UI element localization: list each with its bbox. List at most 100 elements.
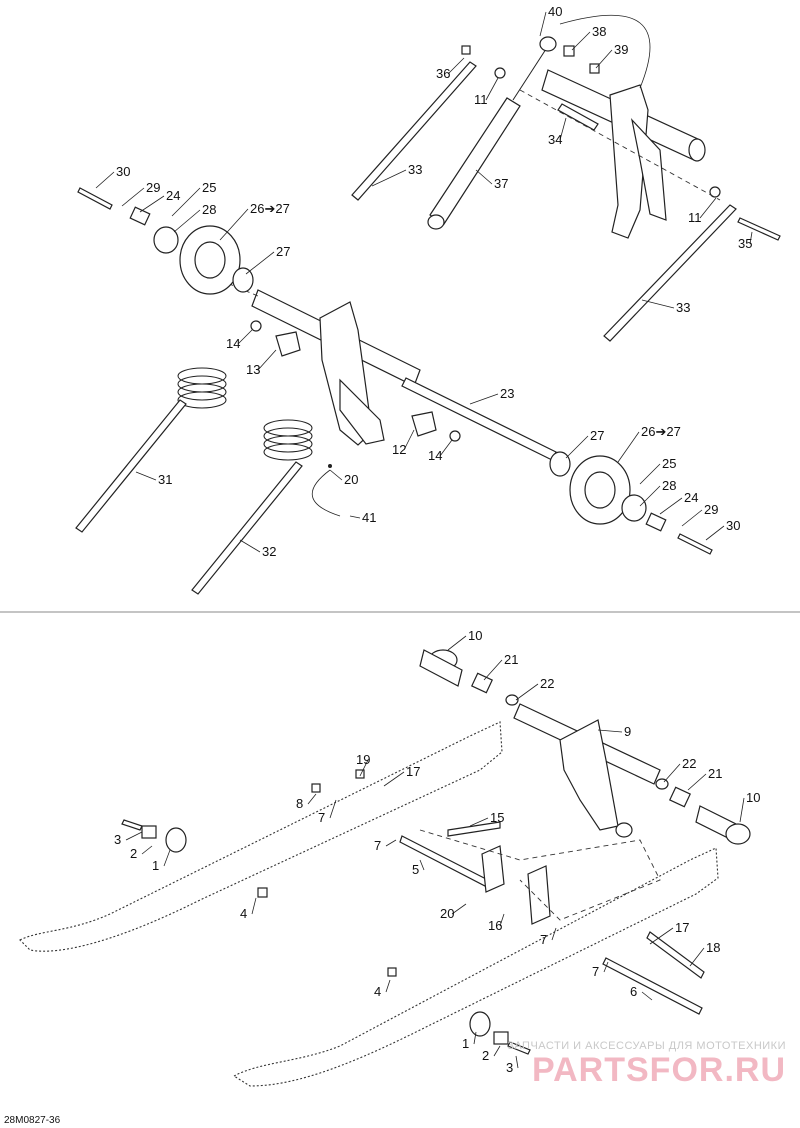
- leader-line: [597, 729, 623, 733]
- leader-line: [125, 831, 143, 841]
- leader-line: [469, 817, 489, 827]
- leader-line: [551, 927, 557, 941]
- callout-label: 24: [166, 188, 180, 203]
- leader-line: [571, 31, 591, 51]
- leader-line: [749, 231, 753, 245]
- leader-line: [121, 187, 145, 207]
- callout-label: 3: [114, 832, 121, 847]
- leader-line: [473, 1031, 477, 1045]
- leader-line: [689, 947, 705, 967]
- watermark-subtitle: ЗАПЧАСТИ И АКСЕССУАРЫ ДЛЯ МОТОТЕХНИКИ: [507, 1040, 786, 1052]
- leader-line: [483, 659, 503, 681]
- leader-line: [385, 839, 397, 847]
- callout-label: 27: [590, 428, 604, 443]
- callout-label: 30: [726, 518, 740, 533]
- callout-label: 3: [506, 1060, 513, 1075]
- callout-label: 35: [738, 236, 752, 251]
- callout-label: 25: [202, 180, 216, 195]
- leader-line: [359, 759, 369, 777]
- callout-label: 20: [344, 472, 358, 487]
- callout-label: 11: [688, 210, 702, 225]
- leader-line: [329, 799, 337, 819]
- leader-line: [95, 171, 115, 189]
- callout-label: 16: [488, 918, 502, 933]
- callout-label: 4: [374, 984, 381, 999]
- drawing-code: 28M0827-36: [4, 1115, 61, 1126]
- callout-label: 28: [202, 202, 216, 217]
- leader-line: [447, 57, 465, 75]
- callout-label: 13: [246, 362, 260, 377]
- leader-line: [171, 187, 201, 217]
- leader-line: [141, 845, 153, 855]
- leader-line: [469, 393, 499, 405]
- leader-line: [649, 927, 674, 945]
- leader-line: [617, 431, 640, 463]
- leader-line: [447, 635, 467, 651]
- leader-line: [307, 793, 317, 805]
- callout-label: 7: [592, 964, 599, 979]
- callout-label: 27: [276, 244, 290, 259]
- leader-line: [699, 197, 717, 219]
- leader-line: [595, 49, 613, 69]
- callout-label: 21: [708, 766, 722, 781]
- leader-line: [641, 299, 675, 309]
- callout-label: 22: [540, 676, 554, 691]
- callout-label: 23: [500, 386, 514, 401]
- callout-label: 7: [540, 932, 547, 947]
- callout-label: 39: [614, 42, 628, 57]
- watermark-logo: PARTSFOR.RU: [531, 1051, 786, 1089]
- callout-label: 8: [296, 796, 303, 811]
- leader-line: [451, 903, 467, 915]
- leader-line: [639, 485, 661, 507]
- leader-line: [237, 329, 253, 345]
- leader-line: [539, 11, 547, 37]
- front-arm-assembly: [351, 14, 781, 342]
- leader-line: [173, 209, 201, 233]
- callout-label: 22: [682, 756, 696, 771]
- slide-rail-assembly: [19, 649, 751, 1087]
- callout-label: 34: [548, 132, 562, 147]
- callout-label: 38: [592, 24, 606, 39]
- callout-label: 31: [158, 472, 172, 487]
- leader-line: [559, 117, 567, 141]
- leader-line: [565, 435, 589, 459]
- leader-line: [659, 497, 683, 515]
- leader-line: [383, 771, 405, 787]
- callout-label: 20: [440, 906, 454, 921]
- leader-line: [493, 1045, 501, 1057]
- leader-line: [687, 773, 707, 791]
- leader-line: [639, 463, 661, 485]
- callout-label: 4: [240, 906, 247, 921]
- leader-line: [219, 208, 249, 241]
- callout-label: 41: [362, 510, 376, 525]
- callout-label: 32: [262, 544, 276, 559]
- leader-line: [681, 509, 703, 527]
- callout-label: 14: [428, 448, 442, 463]
- callout-label: 24: [684, 490, 698, 505]
- leader-line: [419, 859, 425, 871]
- leader-line: [135, 471, 157, 481]
- leader-line: [515, 1055, 519, 1069]
- callout-label: 11: [474, 92, 488, 107]
- callout-label: 6: [630, 984, 637, 999]
- callout-label: 36: [436, 66, 450, 81]
- callout-label: 19: [356, 752, 370, 767]
- callout-label: 12: [392, 442, 406, 457]
- callout-label: 15: [490, 810, 504, 825]
- leader-line: [239, 539, 261, 553]
- callout-label: 1: [152, 858, 159, 873]
- leader-line: [603, 961, 609, 973]
- callout-label: 33: [676, 300, 690, 315]
- rear-arm-assembly: [75, 187, 713, 595]
- leader-line: [371, 169, 407, 187]
- leader-line: [475, 169, 493, 185]
- callout-label: 2: [130, 846, 137, 861]
- callout-label: 7: [374, 838, 381, 853]
- callout-label: 7: [318, 810, 325, 825]
- callout-label: 10: [468, 628, 482, 643]
- leader-line: [329, 469, 343, 481]
